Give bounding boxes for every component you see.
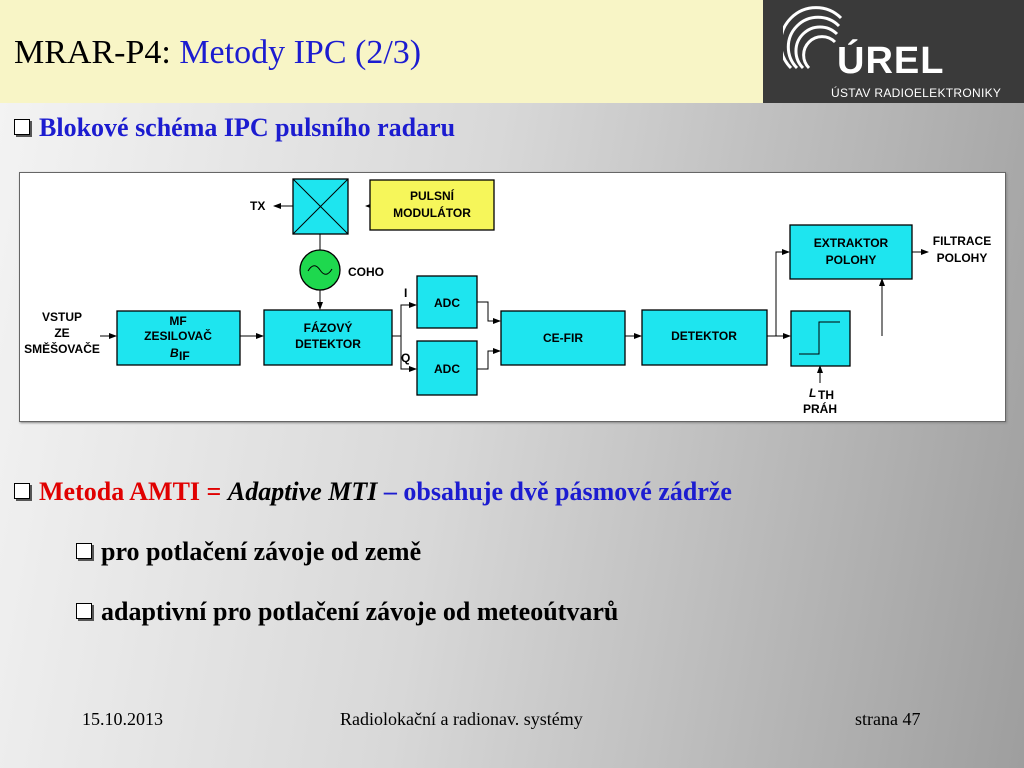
logo-brand: ÚREL bbox=[837, 40, 945, 82]
connection-lines bbox=[100, 203, 929, 383]
footer-title: Radiolokační a radionav. systémy bbox=[340, 709, 583, 729]
threshold-l: L bbox=[809, 386, 816, 400]
page-title: MRAR-P4: Metody IPC (2/3) bbox=[14, 34, 421, 72]
adc-i-block bbox=[416, 275, 478, 329]
input-label-2: ZE bbox=[54, 326, 69, 340]
adc-q-block bbox=[416, 340, 478, 396]
bullet-amti: Metoda AMTI = Adaptive MTI – obsahuje dv… bbox=[14, 477, 732, 507]
input-label-1: VSTUP bbox=[42, 310, 82, 324]
if-amp-bandwidth-sub: IF bbox=[179, 349, 190, 363]
urel-logo: ÚREL ÚSTAV RADIOELEKTRONIKY bbox=[763, 0, 1024, 103]
detector-block bbox=[641, 309, 768, 366]
bullet-block-diagram: Blokové schéma IPC pulsního radaru bbox=[14, 113, 455, 143]
title-accent: Metody IPC (2/3) bbox=[179, 34, 422, 71]
threshold-sub: TH bbox=[818, 388, 834, 402]
amti-description: – obsahuje dvě pásmové zádrže bbox=[383, 477, 732, 506]
if-amplifier-block bbox=[116, 310, 241, 366]
sub-bullet-weather-clutter: adaptivní pro potlačení závoje od meteoú… bbox=[76, 597, 618, 627]
amti-label: Metoda AMTI = bbox=[39, 477, 222, 506]
sine-wave-icon bbox=[307, 265, 333, 275]
checkbox-bullet-icon bbox=[14, 119, 30, 136]
checkbox-bullet-icon bbox=[76, 603, 92, 620]
ce-fir-block bbox=[500, 310, 626, 366]
bullet-text: Blokové schéma IPC pulsního radaru bbox=[39, 113, 456, 142]
footer-date: 15.10.2013 bbox=[82, 709, 163, 729]
phase-detector-block bbox=[263, 309, 393, 366]
input-label-3: SMĚŠOVAČE bbox=[24, 341, 100, 356]
threshold-label: PRÁH bbox=[803, 401, 837, 416]
radio-waves-icon bbox=[783, 6, 843, 70]
if-amp-bandwidth: B bbox=[170, 346, 179, 360]
q-channel-label: Q bbox=[401, 351, 410, 365]
checkbox-bullet-icon bbox=[14, 483, 30, 500]
phase-det-line1: FÁZOVÝ bbox=[304, 320, 353, 335]
threshold-block bbox=[790, 310, 851, 367]
logo-subtitle: ÚSTAV RADIOELEKTRONIKY bbox=[831, 86, 1002, 100]
adc-q-label: ADC bbox=[434, 362, 460, 376]
extractor-line1: EXTRAKTOR bbox=[814, 236, 889, 250]
step-function-icon bbox=[799, 321, 840, 355]
adc-i-label: ADC bbox=[434, 296, 460, 310]
sub-bullet-text: adaptivní pro potlačení závoje od meteoú… bbox=[101, 597, 619, 626]
filter-label-1: FILTRACE bbox=[933, 234, 991, 248]
block-diagram: TX PULSNÍ MODULÁTOR COHO VSTUP ZE SMĚŠOV… bbox=[19, 172, 1006, 422]
amti-adaptive: Adaptive MTI bbox=[227, 477, 378, 506]
pulse-mod-line2: MODULÁTOR bbox=[393, 205, 471, 220]
i-channel-label: I bbox=[404, 286, 407, 300]
position-extractor-block bbox=[789, 224, 913, 280]
phase-det-line2: DETEKTOR bbox=[295, 337, 361, 351]
sub-bullet-text: pro potlačení závoje od země bbox=[101, 537, 422, 566]
if-amp-line2: ZESILOVAČ bbox=[144, 328, 212, 343]
title-prefix: MRAR-P4: bbox=[14, 34, 171, 71]
if-amp-line1: MF bbox=[169, 314, 186, 328]
block-diagram-svg: TX PULSNÍ MODULÁTOR COHO VSTUP ZE SMĚŠOV… bbox=[24, 178, 991, 416]
footer-page-number: strana 47 bbox=[855, 709, 921, 729]
detector-label: DETEKTOR bbox=[671, 329, 737, 343]
checkbox-bullet-icon bbox=[76, 543, 92, 560]
coho-label: COHO bbox=[348, 265, 384, 279]
tx-label: TX bbox=[250, 199, 265, 213]
sub-bullet-ground-clutter: pro potlačení závoje od země bbox=[76, 537, 421, 567]
filter-label-2: POLOHY bbox=[937, 251, 988, 265]
pulse-mod-line1: PULSNÍ bbox=[410, 188, 455, 203]
pulse-modulator-block bbox=[369, 179, 495, 231]
ce-fir-label: CE-FIR bbox=[543, 331, 583, 345]
title-bar: MRAR-P4: Metody IPC (2/3) bbox=[0, 0, 763, 103]
extractor-line2: POLOHY bbox=[826, 253, 877, 267]
